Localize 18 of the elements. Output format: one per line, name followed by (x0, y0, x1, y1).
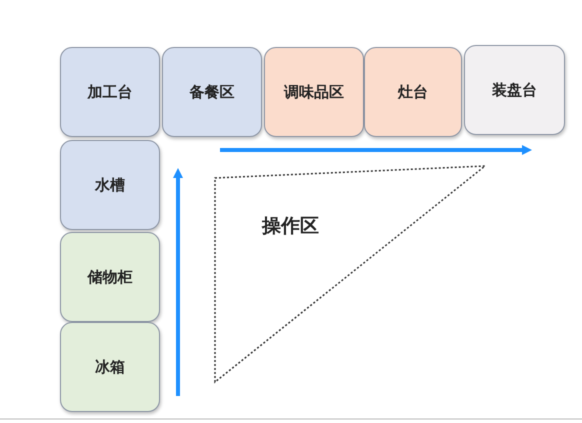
zone-box (464, 45, 565, 135)
zone-box (60, 140, 160, 230)
zone-box (162, 47, 262, 137)
zone-label: 冰箱 (95, 358, 125, 376)
zone-box (60, 47, 160, 137)
zone-label: 加工台 (88, 82, 132, 102)
zone-label: 装盘台 (492, 80, 537, 100)
zone-label: 调味品区 (284, 82, 344, 102)
zone-label: 水槽 (95, 176, 125, 194)
zone-box (60, 322, 160, 412)
area-label: 操作区 (262, 214, 319, 239)
zone-label: 灶台 (398, 82, 428, 102)
zone-label: 备餐区 (190, 82, 234, 102)
zone-box (60, 232, 160, 322)
zone-box (264, 47, 364, 137)
work-triangle (212, 163, 488, 385)
zone-label: 储物柜 (88, 268, 132, 286)
zone-box (364, 47, 462, 137)
